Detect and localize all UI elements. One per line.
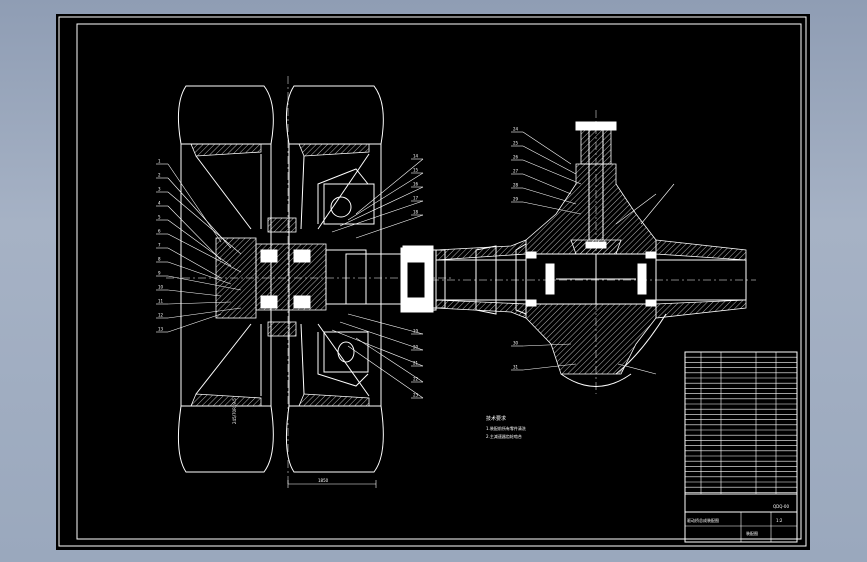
balloon-right-14: 14 [413,154,419,159]
notes-line-2: 2.主减速器齿轮啮合 [486,433,522,439]
balloon-right-18-leader [355,214,424,239]
title-block-scale: 1:2 [776,518,783,523]
balloon-diff-30-leader [522,343,572,347]
balloon-diff-28: 28 [513,183,519,188]
balloon-left-7: 7 [158,243,161,248]
balloon-right-15-leader [347,172,424,221]
balloon-left-12-leader [167,307,242,319]
balloon-right-22-leader [355,337,424,383]
balloon-diff-30: 30 [513,341,519,346]
balloon-right-16-leader [339,186,424,227]
balloon-left-2: 2 [158,173,161,178]
balloon-left-12: 12 [158,313,164,318]
balloon-diff-28-leader [522,187,577,205]
notes-line-1: 1.装配前所有零件清洗 [486,425,526,431]
balloon-left-10: 10 [158,285,164,290]
title-block-title: 驱动桥总成装配图 [687,517,719,523]
balloon-left-4: 4 [158,201,161,206]
balloon-left-11: 11 [158,299,164,304]
balloon-right-20: 20 [413,345,419,350]
balloon-diff-26: 26 [513,155,519,160]
balloon-diff-27: 27 [513,169,519,174]
balloon-right-14-leader [355,158,424,215]
notes-heading: 技术要求 [486,415,506,422]
balloon-right-15: 15 [413,168,419,173]
balloon-left-11-leader [167,301,232,305]
balloon-right-17-leader [331,200,424,233]
title-block-code: QDQ-00 [773,504,789,509]
technical-notes: 技术要求 1.装配前所有零件清洗 2.主减速器齿轮啮合 [486,415,526,439]
parts-list-table: 驱动桥总成装配图 1:2 装配图 QDQ-00 [684,351,798,543]
balloon-right-21-leader [331,329,424,367]
balloon-diff-29-leader [522,201,582,215]
inner-frame [76,23,802,540]
balloon-left-13: 13 [158,327,164,332]
tire-size-label: 245/70R19.5 [232,398,237,424]
balloon-right-16: 16 [413,182,419,187]
balloon-left-8-leader [167,261,232,285]
balloon-left-9: 9 [158,271,161,276]
balloons-diff: 24 25 26 27 28 29 30 31 [511,127,582,371]
balloon-diff-25-leader [522,145,577,175]
balloons-right: 14 15 16 17 18 19 20 21 22 23 [331,154,424,399]
balloon-left-3: 3 [158,187,161,192]
balloon-left-7-leader [167,247,222,279]
balloon-left-13-leader [167,313,222,333]
assembly-drawing: 1850 245/70R19.5 [58,16,807,547]
balloon-right-23: 23 [413,393,419,398]
balloon-left-5-leader [167,219,232,267]
shaft-coupling [400,247,437,313]
balloon-diff-24: 24 [513,127,519,132]
balloon-right-21: 21 [413,361,419,366]
balloon-right-23-leader [347,345,424,399]
balloon-right-20-leader [339,321,424,351]
balloon-right-22: 22 [413,377,419,382]
balloon-left-8: 8 [158,257,161,262]
balloon-left-3-leader [167,191,242,255]
balloon-diff-31: 31 [513,365,519,370]
outer-border [58,16,807,547]
balloon-left-9-leader [167,275,242,291]
balloon-left-5: 5 [158,215,161,220]
balloon-diff-26-leader [522,159,582,185]
balloon-diff-24-leader [522,131,572,165]
balloon-diff-25: 25 [513,141,519,146]
cad-viewport[interactable]: 1850 245/70R19.5 [56,14,810,550]
title-block-sheet: 装配图 [746,530,758,536]
balloon-right-19-leader [347,313,424,335]
balloon-right-17: 17 [413,196,419,201]
balloon-diff-29: 29 [513,197,519,202]
balloon-right-19: 19 [413,329,419,334]
balloon-diff-27-leader [522,173,572,195]
balloon-left-10-leader [167,289,222,297]
balloon-left-4-leader [167,205,222,261]
balloon-right-18: 18 [413,210,419,215]
track-dimension: 1850 [318,478,329,483]
balloon-left-6: 6 [158,229,161,234]
balloon-diff-31-leader [522,363,577,371]
balloon-left-1: 1 [158,159,161,164]
balloon-left-1-leader [167,163,222,243]
axle-housing-section [431,110,756,394]
balloon-left-6-leader [167,233,242,273]
